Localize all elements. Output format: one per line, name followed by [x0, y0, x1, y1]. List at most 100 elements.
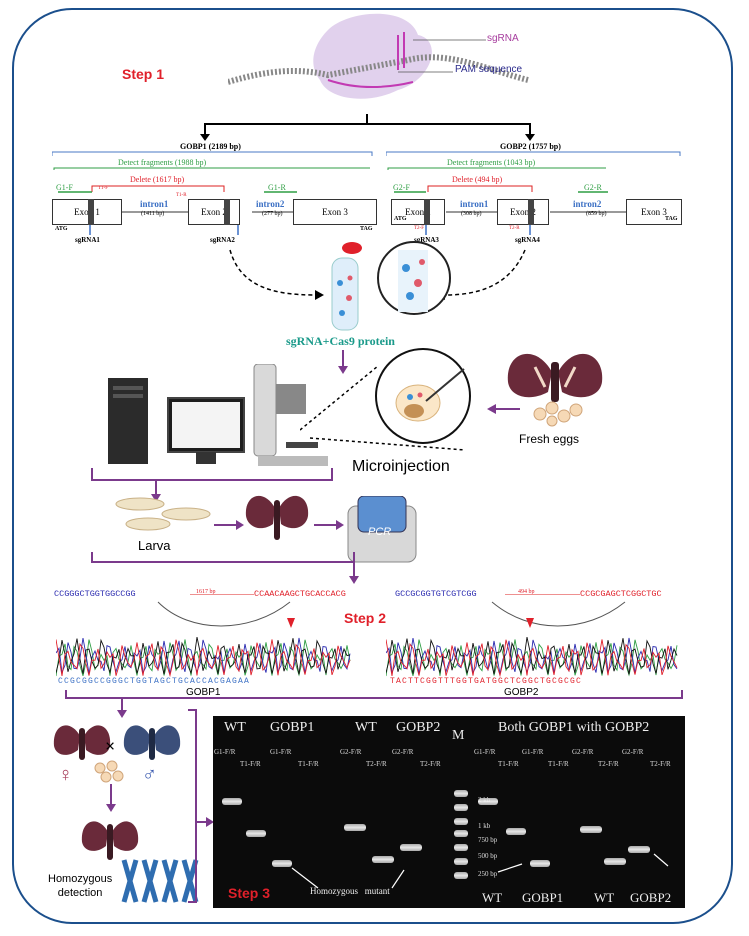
g1f-primer: G1-F [56, 183, 73, 192]
gel-lane-label: G1-F/R [474, 748, 496, 756]
gel-lane-label: T1-F/R [498, 760, 519, 768]
gel-lane-label: T2-F/R [650, 760, 671, 768]
gel-bottom-label: WT [482, 890, 503, 905]
gel-arrow-right [653, 853, 669, 867]
gel-lane-label: G1-F/R [214, 748, 236, 756]
seq1-right: CCAACAAGCTGCACCACG [254, 589, 346, 599]
fresh-eggs-icon [533, 401, 583, 427]
gel-annotation-arrows [291, 863, 523, 889]
egg-injection-icon [375, 348, 471, 444]
gel-lane-label: G2-F/R [392, 748, 414, 756]
fresh-eggs-label: Fresh eggs [519, 432, 580, 446]
gel-band [246, 830, 266, 837]
gel-wt2: WT [355, 720, 377, 735]
gobp1-title: GOBP1 (2189 bp) [180, 142, 241, 151]
rounded-frame [12, 8, 733, 924]
seq2-gap: 494 bp [518, 589, 535, 595]
agarose-gel-image [213, 716, 685, 908]
gel-band [222, 798, 242, 805]
gel-lane-label: G2-F/R [572, 748, 594, 756]
larva-icon [115, 497, 211, 531]
gel-lane-label: T1-F/R [548, 760, 569, 768]
step2-label: Step 2 [344, 610, 387, 626]
gobp1-exon3: Exon 3 [293, 199, 377, 225]
down-arrow-mix [338, 350, 348, 374]
gel-lane-label: T2-F/R [366, 760, 387, 768]
gel-band [454, 818, 468, 825]
gobp2-intron1: intron1 [460, 199, 489, 209]
gobp2-title: GOBP2 (1757 bp) [500, 142, 561, 151]
gel-ladder-label: 750 bp [478, 836, 498, 844]
t1r-primer: T1-R [176, 193, 187, 198]
chrom2-bases: TACTTCGGTTTGGTGATGGCTCGGCTGCGCGC [390, 677, 583, 686]
sgrna-label: sgRNA [487, 33, 519, 44]
t2f-primer: T2-F [414, 226, 424, 231]
gel-band [628, 846, 650, 853]
gel-lane-label: T2-F/R [598, 760, 619, 768]
seq1-gap: 1617 bp [196, 589, 216, 595]
gobp1-tag: TAG [360, 226, 373, 232]
gel-marker: M [452, 728, 465, 743]
down-arrow-offspring [106, 784, 116, 812]
gobp1-sgrna2: sgRNA2 [210, 236, 235, 244]
t2r-primer: T2-R [509, 226, 520, 231]
gobp2-intron2: intron2 [573, 199, 602, 209]
gobp1-intron2: intron2 [256, 199, 285, 209]
gobp2-sgrna3: sgRNA3 [414, 236, 439, 244]
chrom1-label: GOBP1 [186, 687, 221, 698]
seq2-right: CCGCGAGCTCGGCTGC [580, 589, 662, 599]
gobp1-atg: ATG [55, 226, 68, 232]
gel-bottom-label: GOBP1 [522, 890, 564, 905]
g2r-primer: G2-R [584, 183, 602, 192]
microinjection-label: Microinjection [352, 458, 450, 475]
bracket-step [91, 468, 333, 502]
gobp2-sgrna3-site [424, 199, 430, 225]
gobp1-intron2-len: (277 bp) [262, 211, 283, 217]
sgrna-tube-icon [331, 241, 451, 331]
gel-wt1: WT [224, 720, 246, 735]
gel-band [454, 858, 468, 865]
gobp1-sgrna1-site [88, 199, 94, 225]
g1r-primer: G1-R [268, 183, 286, 192]
gel-lane-label: T1-F/R [298, 760, 319, 768]
pcr-label: PCR [368, 526, 392, 538]
female-symbol: ♀ [58, 764, 73, 786]
gel-bottom-label: WT [594, 890, 615, 905]
gobp1-delete: Delete (1617 bp) [130, 175, 185, 184]
mix-label: sgRNA+Cas9 protein [286, 334, 395, 348]
gobp1-sgrna1: sgRNA1 [75, 236, 100, 244]
eggs-arrow [487, 404, 520, 414]
gobp2-sgrna4-site [528, 199, 534, 225]
gobp2-exon2: Exon 2 [497, 199, 549, 225]
gel-band [454, 844, 468, 851]
seq1-left: CCGGGCTGGTGGCCGG [54, 589, 136, 599]
gel-gobp1: GOBP1 [270, 720, 315, 735]
gel-band [530, 860, 550, 867]
homozygous-detection-label: Homozygous detection [48, 873, 113, 899]
gel-lane-label: G1-F/R [522, 748, 544, 756]
gel-lane-label: G1-F/R [270, 748, 292, 756]
sequence-arcs [157, 594, 626, 628]
gel-lane-label: G2-F/R [340, 748, 362, 756]
gobp2-exon1: Exon 1 [391, 199, 445, 225]
gel-gobp2: GOBP2 [396, 720, 441, 735]
gel-band [454, 872, 468, 879]
branch-arrows [200, 114, 535, 141]
seq2-left: GCCGCGGTGTCGTCGG [395, 589, 477, 599]
gobp1-sgrna2-site [224, 199, 230, 225]
gobp2-delete: Delete (494 bp) [452, 175, 503, 184]
gel-bottom-label: GOBP2 [630, 890, 672, 905]
male-symbol: ♂ [142, 764, 157, 786]
gel-band [400, 844, 422, 851]
computer-microscope-icon [108, 364, 328, 466]
cross-times: × [105, 736, 116, 756]
gel-mutant-label: Homozygous mutant [310, 886, 390, 896]
gel-lane-label: T2-F/R [420, 760, 441, 768]
bracket-chrom [65, 690, 683, 718]
chrom1-bases: CCGCGGCCGGGCTGGTAGCTGCACCACGAGAA [58, 677, 251, 686]
adult-moth-icon [245, 495, 309, 540]
gel-band [454, 830, 468, 837]
gel-both: Both GOBP1 with GOBP2 [498, 720, 650, 735]
gobp2-atg: ATG [394, 216, 407, 222]
